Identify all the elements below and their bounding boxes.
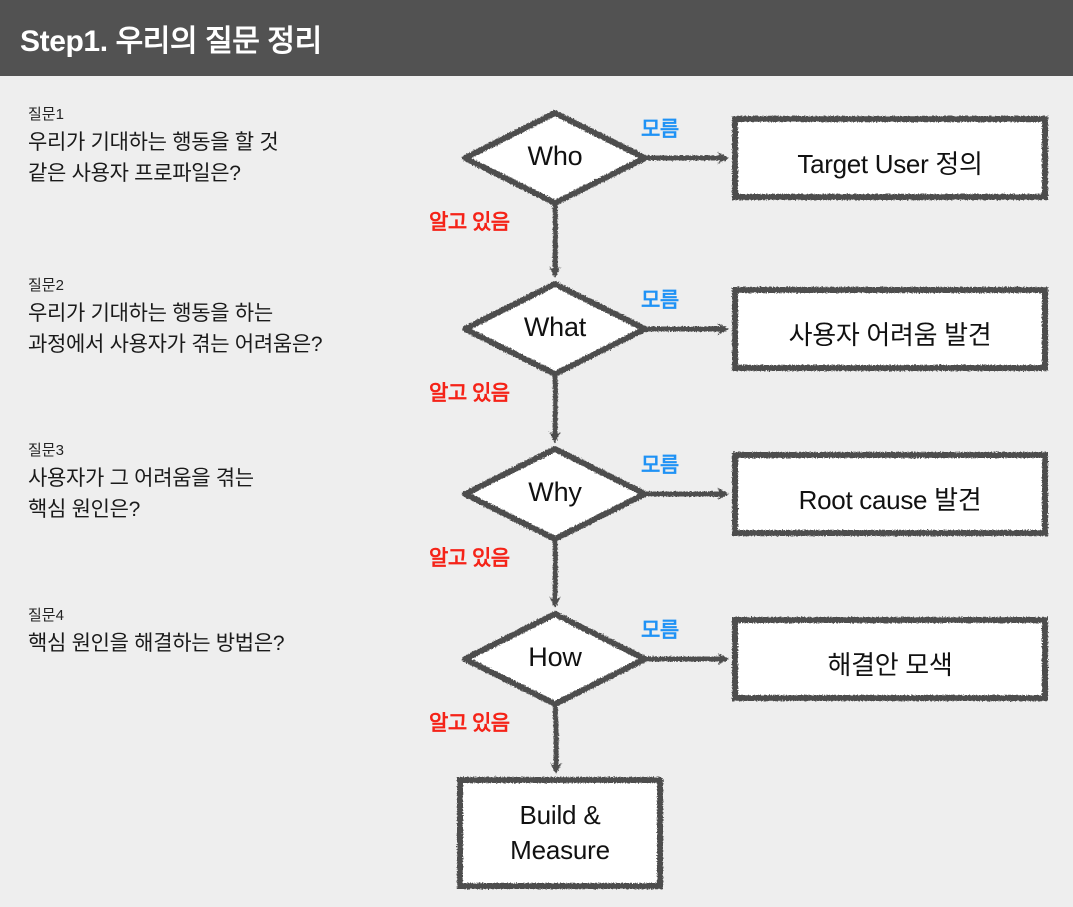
outcome-label-root-cause[interactable]: Root cause 발견 [798, 485, 982, 515]
terminal-label-line2: Measure [510, 835, 610, 865]
outcome-shape-3 [732, 452, 1048, 536]
question-block-3: 질문3 사용자가 그 어려움을 겪는 핵심 원인은? [28, 440, 448, 525]
question-label-2: 질문2 [28, 277, 64, 294]
outcome-shape-1 [732, 116, 1048, 200]
edge-label-known-2: 알고 있음 [429, 382, 510, 405]
question-line-3-2: 핵심 원인은? [28, 498, 141, 521]
terminal-label-line1: Build & [519, 800, 601, 830]
decision-shape-how [462, 611, 648, 707]
question-block-1: 질문1 우리가 기대하는 행동을 할 것 같은 사용자 프로파일은? [28, 104, 448, 189]
outcome-label-user-difficulty[interactable]: 사용자 어려움 발견 [788, 320, 992, 350]
decision-shape-what [462, 281, 648, 377]
outcome-label-target-user[interactable]: Target User 정의 [797, 149, 983, 179]
page-title: Step1. 우리의 질문 정리 [20, 25, 322, 58]
question-block-2: 질문2 우리가 기대하는 행동을 하는 과정에서 사용자가 겪는 어려움은? [28, 275, 448, 360]
edge-label-known-1: 알고 있음 [429, 211, 510, 234]
question-line-1-2: 같은 사용자 프로파일은? [28, 162, 241, 185]
question-line-3-1: 사용자가 그 어려움을 겪는 [28, 467, 254, 490]
edge-label-unknown-2: 모름 [641, 289, 679, 312]
question-line-2-1: 우리가 기대하는 행동을 하는 [28, 302, 273, 325]
question-line-4-1: 핵심 원인을 해결하는 방법은? [28, 632, 285, 655]
terminal-shape-build-measure [457, 777, 663, 889]
question-label-1: 질문1 [28, 106, 64, 123]
question-line-1-1: 우리가 기대하는 행동을 할 것 [28, 131, 279, 154]
edge-label-unknown-3: 모름 [641, 454, 679, 477]
question-label-4: 질문4 [28, 607, 64, 624]
decision-label-what[interactable]: What [523, 312, 587, 342]
decision-shape-why [462, 446, 648, 542]
question-label-3: 질문3 [28, 442, 64, 459]
decision-label-who[interactable]: Who [527, 141, 583, 171]
terminal-label-build-measure[interactable]: Build & Measure [460, 798, 660, 868]
edge-label-unknown-1: 모름 [641, 118, 679, 141]
outcome-label-solution[interactable]: 해결안 모색 [827, 650, 953, 680]
question-line-2-2: 과정에서 사용자가 겪는 어려움은? [28, 333, 323, 356]
outcome-shape-4 [732, 617, 1048, 701]
edge-label-known-3: 알고 있음 [429, 547, 510, 570]
edge-how-to-build-measure [550, 704, 563, 774]
outcome-shape-2 [732, 287, 1048, 371]
decision-shape-who [462, 110, 648, 206]
decision-label-why[interactable]: Why [528, 477, 582, 507]
edge-label-known-4: 알고 있음 [429, 712, 510, 735]
edge-label-unknown-4: 모름 [641, 619, 679, 642]
diagram-canvas: 질문1 우리가 기대하는 행동을 할 것 같은 사용자 프로파일은? 질문2 우… [0, 76, 1073, 907]
question-block-4: 질문4 핵심 원인을 해결하는 방법은? [28, 605, 448, 659]
header-bar: Step1. 우리의 질문 정리 [0, 0, 1073, 76]
decision-label-how[interactable]: How [528, 642, 582, 672]
